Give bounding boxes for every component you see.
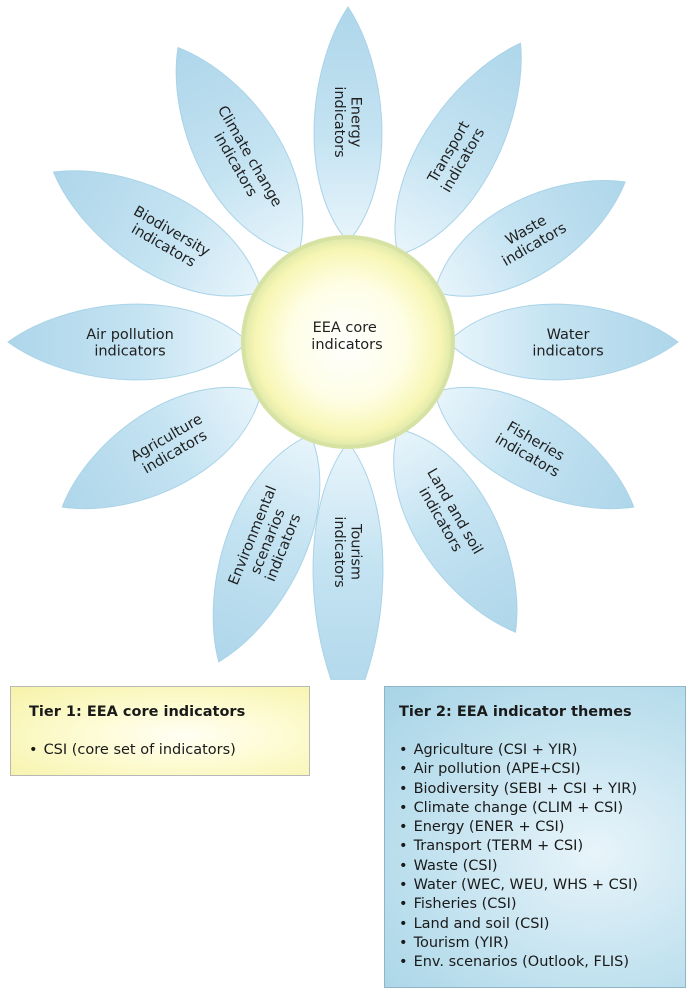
center-label-line1: EEA core <box>313 320 377 336</box>
tier1-list: CSI (core set of indicators) <box>29 741 291 760</box>
petal-env-scenarios <box>212 434 321 663</box>
petal-biodiversity <box>52 170 263 297</box>
center-label-line2: indicators <box>311 337 382 353</box>
petal-shape-waste <box>434 180 626 297</box>
petal-climate-change <box>175 46 304 256</box>
petal-agriculture <box>61 387 262 510</box>
petal-label-line: indicators <box>331 86 347 157</box>
petal-shape-air-pollution <box>7 303 249 381</box>
petal-waste <box>434 180 626 297</box>
petal-shape-biodiversity <box>52 170 263 297</box>
tier2-item: Climate change (CLIM + CSI) <box>399 799 671 818</box>
petal-shape-tourism <box>312 441 384 680</box>
petal-shape-agriculture <box>61 387 262 510</box>
tier2-item: Water (WEC, WEU, WHS + CSI) <box>399 876 671 895</box>
petal-transport <box>394 42 522 257</box>
tier2-item: Waste (CSI) <box>399 857 671 876</box>
tier2-item: Tourism (YIR) <box>399 934 671 953</box>
petal-label-line: Water <box>547 327 590 343</box>
petal-label-energy: Energyindicators <box>331 86 364 157</box>
tier1-item: CSI (core set of indicators) <box>29 741 291 760</box>
petal-shape-env-scenarios <box>212 434 321 663</box>
petal-water <box>447 303 679 381</box>
center-label: EEA core indicators <box>311 320 382 353</box>
petal-fisheries <box>434 387 635 510</box>
tier2-item: Air pollution (APE+CSI) <box>399 760 671 779</box>
petal-label-line: indicators <box>532 343 603 359</box>
petal-label-line: Tourism <box>347 523 363 580</box>
petal-label-line: Air pollution <box>86 327 174 343</box>
petal-label-line: indicators <box>331 516 347 587</box>
tier1-box: Tier 1: EEA core indicators CSI (core se… <box>10 686 310 776</box>
tier2-box: Tier 2: EEA indicator themes Agriculture… <box>384 686 686 988</box>
petal-shape-transport <box>394 42 522 257</box>
petal-label-line: indicators <box>94 343 165 359</box>
tier2-item: Land and soil (CSI) <box>399 915 671 934</box>
petal-shape-land-soil <box>393 427 518 633</box>
petal-shape-climate-change <box>175 46 304 256</box>
tier2-item: Env. scenarios (Outlook, FLIS) <box>399 953 671 972</box>
tier2-title: Tier 2: EEA indicator themes <box>399 704 632 720</box>
petal-shape-fisheries <box>434 387 635 510</box>
petal-energy <box>313 6 383 243</box>
petal-shape-energy <box>313 6 383 243</box>
petal-label-tourism: Tourismindicators <box>331 516 364 587</box>
tier2-item: Transport (TERM + CSI) <box>399 837 671 856</box>
petal-label-line: Energy <box>347 97 363 148</box>
petal-land-soil <box>393 427 518 633</box>
tier2-item: Agriculture (CSI + YIR) <box>399 741 671 760</box>
tier2-item: Biodiversity (SEBI + CSI + YIR) <box>399 780 671 799</box>
tier2-item: Fisheries (CSI) <box>399 895 671 914</box>
tier1-title: Tier 1: EEA core indicators <box>29 704 246 720</box>
petal-air-pollution <box>7 303 249 381</box>
petal-shape-water <box>447 303 679 381</box>
petal-tourism <box>312 441 384 680</box>
tier2-list: Agriculture (CSI + YIR) Air pollution (A… <box>399 741 671 973</box>
tier2-item: Energy (ENER + CSI) <box>399 818 671 837</box>
center-circle <box>241 235 455 449</box>
